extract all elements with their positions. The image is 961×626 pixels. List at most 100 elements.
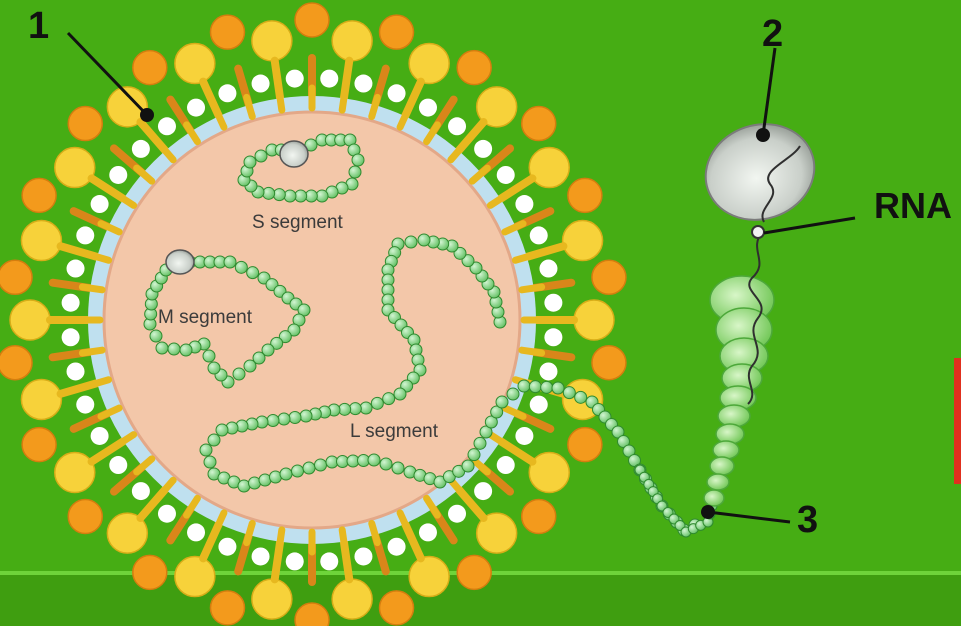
- membrane-gap: [286, 552, 304, 570]
- bead: [273, 189, 285, 201]
- membrane-gap: [388, 84, 406, 102]
- bead: [216, 424, 228, 436]
- membrane-gap: [67, 260, 85, 278]
- lipid-head: [380, 15, 414, 49]
- lipid-head: [22, 428, 56, 462]
- lipid-tail-inner: [522, 287, 542, 290]
- membrane-gap: [515, 195, 533, 213]
- membrane-gap: [62, 294, 80, 312]
- lipid-head: [522, 107, 556, 141]
- bead: [392, 462, 404, 474]
- lipid-head: [55, 148, 95, 188]
- s-segment-protein: [280, 141, 308, 167]
- bead: [233, 368, 245, 380]
- bead: [405, 236, 417, 248]
- lipid-head: [563, 221, 603, 261]
- red-accent-bar: [954, 358, 961, 484]
- lipid-tail-inner: [279, 530, 282, 550]
- membrane-gap: [158, 505, 176, 523]
- membrane-gap: [109, 166, 127, 184]
- bead: [303, 462, 315, 474]
- membrane-gap: [320, 70, 338, 88]
- spindle-segment: [713, 441, 739, 459]
- lipid-head: [210, 15, 244, 49]
- lipid-head: [175, 43, 215, 83]
- lipid-head: [529, 148, 569, 188]
- spindle-segment: [707, 474, 729, 490]
- bead: [203, 350, 215, 362]
- callout-1-label: 1: [28, 5, 49, 47]
- bead: [529, 381, 541, 393]
- lipid-tail-inner: [82, 287, 102, 290]
- bead: [235, 261, 247, 273]
- lipid-head: [175, 557, 215, 597]
- lipid-tail-inner: [279, 90, 282, 110]
- membrane-gap: [76, 396, 94, 414]
- membrane-gap: [544, 328, 562, 346]
- membrane-gap: [419, 523, 437, 541]
- bead: [244, 156, 256, 168]
- membrane-gap: [109, 456, 127, 474]
- lipid-head: [10, 300, 50, 340]
- membrane-gap: [474, 482, 492, 500]
- bead: [383, 393, 395, 405]
- bead: [289, 412, 301, 424]
- lipid-head: [68, 499, 102, 533]
- bead: [552, 382, 564, 394]
- bead: [247, 267, 259, 279]
- lipid-tail-inner: [522, 350, 542, 353]
- bead: [224, 256, 236, 268]
- bead: [284, 190, 296, 202]
- lipid-head: [529, 452, 569, 492]
- bead: [156, 342, 168, 354]
- bead: [380, 458, 392, 470]
- bead: [349, 166, 361, 178]
- lipid-tail-inner: [82, 350, 102, 353]
- lipid-head: [522, 499, 556, 533]
- membrane-gap: [448, 117, 466, 135]
- membrane-gap: [388, 538, 406, 556]
- bead: [468, 449, 480, 461]
- bead: [496, 396, 508, 408]
- membrane-gap: [62, 328, 80, 346]
- bead: [462, 460, 474, 472]
- membrane-gap: [515, 427, 533, 445]
- membrane-gap: [320, 552, 338, 570]
- bead: [267, 415, 279, 427]
- lipid-head: [252, 579, 292, 619]
- bead: [371, 397, 383, 409]
- lipid-head: [21, 379, 61, 419]
- lipid-head: [133, 555, 167, 589]
- spindle-segment: [704, 490, 724, 506]
- bead: [360, 402, 372, 414]
- bead: [180, 344, 192, 356]
- lipid-head: [55, 452, 95, 492]
- membrane-gap: [544, 294, 562, 312]
- membrane-gap: [76, 226, 94, 244]
- callout-1-dot: [140, 108, 154, 122]
- lipid-head: [568, 428, 602, 462]
- lipid-head: [295, 3, 329, 37]
- bead: [394, 388, 406, 400]
- lipid-head: [21, 221, 61, 261]
- membrane-gap: [91, 195, 109, 213]
- bead: [575, 391, 587, 403]
- bead: [255, 150, 267, 162]
- lipid-head: [0, 260, 32, 294]
- bead: [244, 360, 256, 372]
- membrane-gap: [252, 75, 270, 93]
- lipid-head: [409, 557, 449, 597]
- membrane-gap: [539, 260, 557, 278]
- callout-2-label: 2: [762, 13, 783, 55]
- s-segment-label: S segment: [252, 212, 344, 233]
- rna-junction-node: [752, 226, 764, 238]
- membrane-gap: [530, 226, 548, 244]
- lipid-head: [22, 178, 56, 212]
- bead: [280, 468, 292, 480]
- lipid-head: [68, 107, 102, 141]
- lipid-head: [592, 260, 626, 294]
- membrane-gap: [158, 117, 176, 135]
- membrane-gap: [448, 505, 466, 523]
- membrane-gap: [474, 140, 492, 158]
- bead: [200, 444, 212, 456]
